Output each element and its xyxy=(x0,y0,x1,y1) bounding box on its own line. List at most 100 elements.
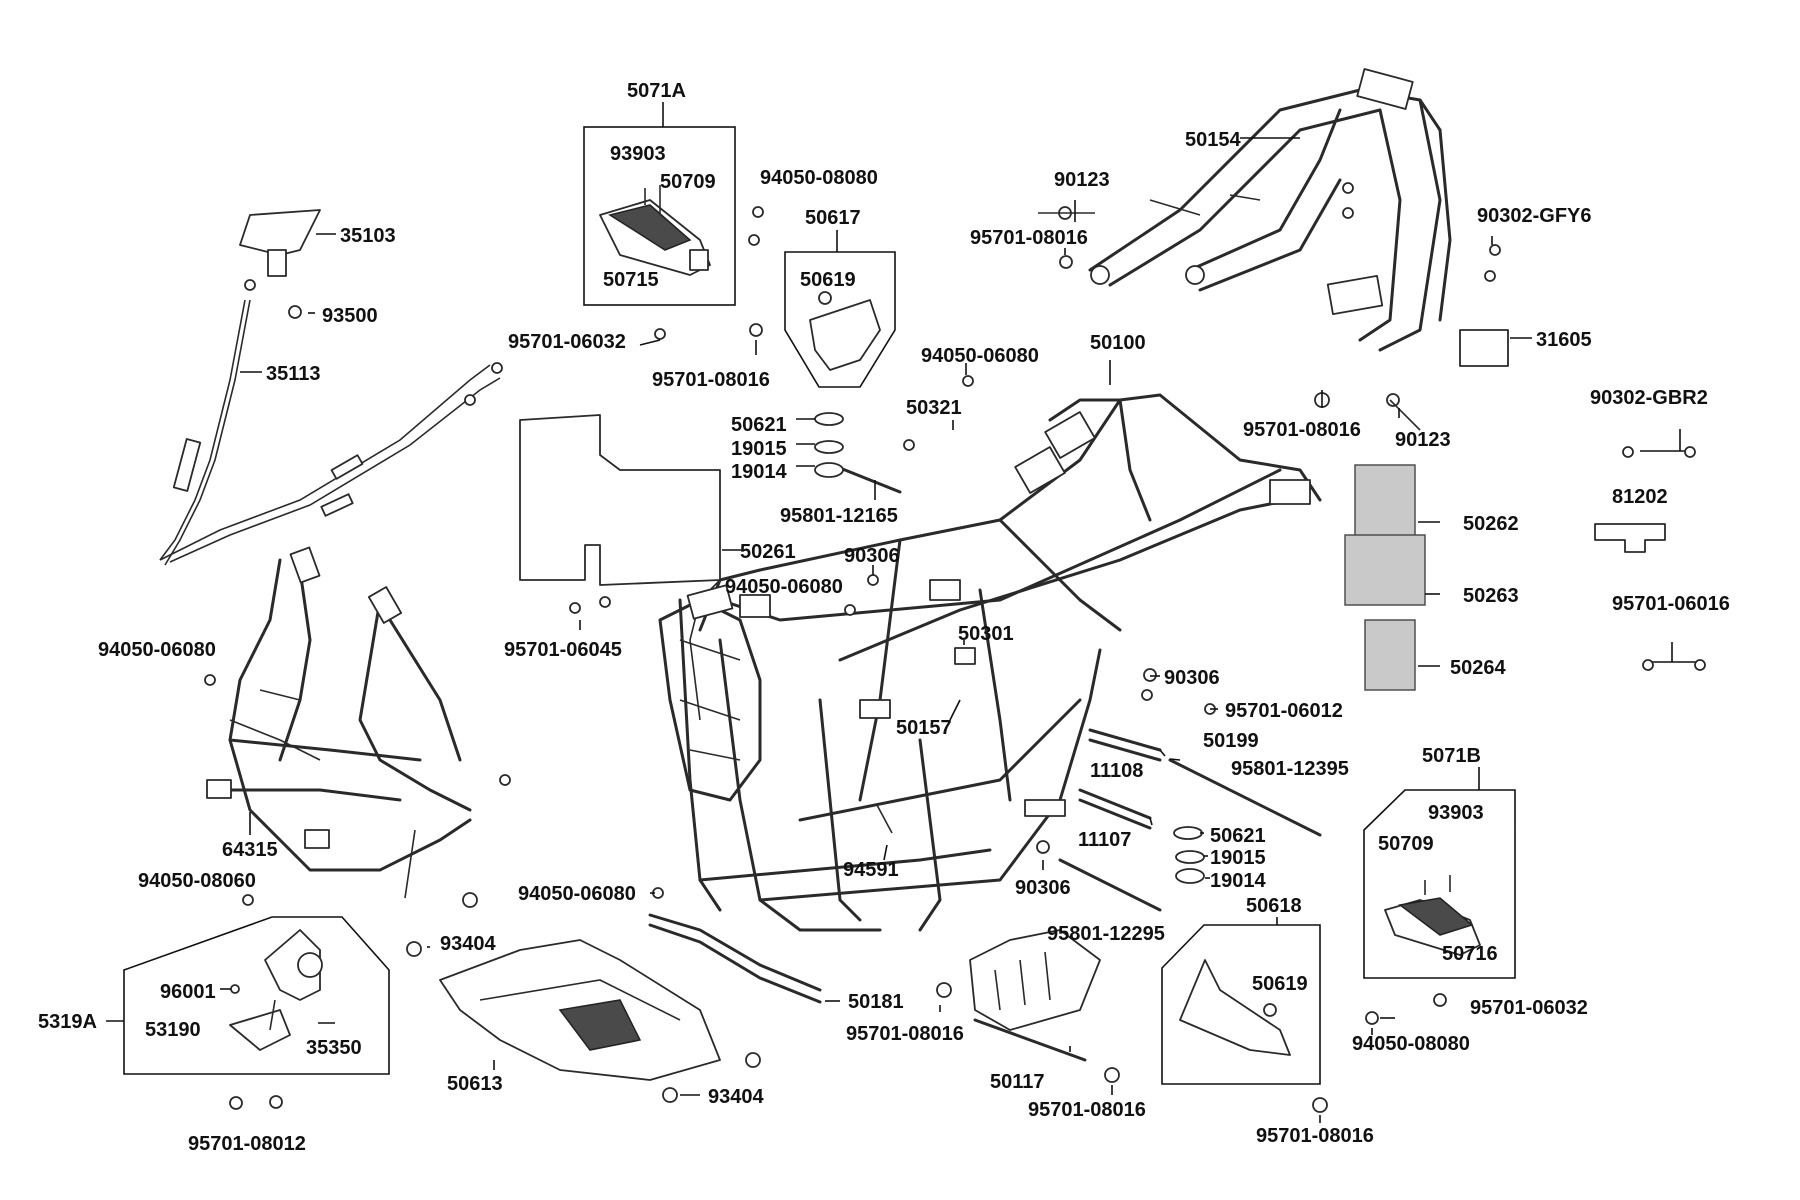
label-94050-06080-d: 94050-06080 xyxy=(518,883,636,905)
plate-81202 xyxy=(1594,523,1666,553)
pad-50264 xyxy=(1364,619,1416,691)
bolt-95801-12395 xyxy=(1168,758,1322,837)
skid-plate-50613 xyxy=(439,939,721,1081)
pad-50262 xyxy=(1354,464,1416,541)
label-93903-b: 93903 xyxy=(1428,802,1484,824)
label-19014-b: 19014 xyxy=(1210,870,1266,892)
label-96001: 96001 xyxy=(160,981,216,1003)
label-90306-b: 90306 xyxy=(1164,667,1220,689)
fasteners xyxy=(204,182,1706,1113)
label-94050-08080-a: 94050-08080 xyxy=(760,167,878,189)
label-50619-b: 50619 xyxy=(1252,973,1308,995)
label-50100: 50100 xyxy=(1090,332,1146,354)
label-50621-a: 50621 xyxy=(731,414,787,436)
label-95701-08016-e: 95701-08016 xyxy=(1028,1099,1146,1121)
label-93903-a: 93903 xyxy=(610,143,666,165)
label-95701-08016-f: 95701-08016 xyxy=(1256,1125,1374,1147)
footrest-50716 xyxy=(1384,875,1481,956)
label-11107: 11107 xyxy=(1078,829,1131,851)
label-50264: 50264 xyxy=(1450,657,1506,679)
cradle-frame-64315 xyxy=(206,546,472,899)
label-64315: 64315 xyxy=(222,839,278,861)
kit-5071B-box xyxy=(1363,767,1516,979)
label-95701-08016-b: 95701-08016 xyxy=(970,227,1088,249)
label-50621-b: 50621 xyxy=(1210,825,1266,847)
bolt-95801-12295 xyxy=(1058,858,1162,912)
kit-95701-06016-bracket xyxy=(1652,642,1700,663)
label-81202: 81202 xyxy=(1612,486,1668,508)
front-frame-section xyxy=(658,584,762,802)
main-frame-50100 xyxy=(678,393,1322,932)
kit-50617-box xyxy=(784,230,896,388)
label-50263: 50263 xyxy=(1463,585,1519,607)
label-94050-06080-a: 94050-06080 xyxy=(921,345,1039,367)
label-95701-06032-b: 95701-06032 xyxy=(1470,997,1588,1019)
label-95801-12295: 95801-12295 xyxy=(1047,923,1165,945)
label-90306-c: 90306 xyxy=(1015,877,1071,899)
tube-11107 xyxy=(1078,788,1152,830)
label-90123-b: 90123 xyxy=(1395,429,1451,451)
label-5071A: 5071A xyxy=(627,80,686,102)
label-93404-b: 93404 xyxy=(708,1086,764,1108)
skid-bar-50181 xyxy=(648,913,822,1004)
label-90302-GFY6: 90302-GFY6 xyxy=(1477,205,1592,227)
label-50716: 50716 xyxy=(1442,943,1498,965)
plate-31605 xyxy=(1459,329,1509,367)
label-94050-06080-c: 94050-06080 xyxy=(98,639,216,661)
label-50117: 50117 xyxy=(990,1071,1045,1093)
label-94050-08060: 94050-08060 xyxy=(138,870,256,892)
label-5071B: 5071B xyxy=(1422,745,1481,767)
label-95701-06032-a: 95701-06032 xyxy=(508,331,626,353)
label-50619-a: 50619 xyxy=(800,269,856,291)
kit-5319A-box xyxy=(106,916,390,1075)
stand-pin-94591 xyxy=(876,804,893,834)
label-50709-a: 50709 xyxy=(660,171,716,193)
label-94050-06080-b: 94050-06080 xyxy=(725,576,843,598)
label-50617: 50617 xyxy=(805,207,861,229)
bracket-50619a xyxy=(809,291,881,371)
label-5319A: 5319A xyxy=(38,1011,97,1033)
label-94591: 94591 xyxy=(843,859,899,881)
guard-50117 xyxy=(969,929,1101,1062)
label-93500: 93500 xyxy=(322,305,378,327)
label-50199: 50199 xyxy=(1203,730,1259,752)
label-19015-b: 19015 xyxy=(1210,847,1266,869)
label-35350: 35350 xyxy=(306,1037,362,1059)
kit-50618-box xyxy=(1161,917,1321,1085)
label-50154: 50154 xyxy=(1185,129,1241,151)
label-90302-GBR2: 90302-GBR2 xyxy=(1590,387,1708,409)
label-53190: 53190 xyxy=(145,1019,201,1041)
label-95701-08012: 95701-08012 xyxy=(188,1133,306,1155)
label-95701-08016-d: 95701-08016 xyxy=(846,1023,964,1045)
label-50301: 50301 xyxy=(958,623,1014,645)
rear-frame-50154 xyxy=(1088,68,1452,352)
side-stand-assembly xyxy=(229,929,323,1051)
bolt-95801-12165 xyxy=(838,466,902,494)
label-35103: 35103 xyxy=(340,225,396,247)
label-90306-a: 90306 xyxy=(844,545,900,567)
label-95701-08016-a: 95701-08016 xyxy=(652,369,770,391)
label-50181: 50181 xyxy=(848,991,904,1013)
label-50618: 50618 xyxy=(1246,895,1302,917)
label-35113: 35113 xyxy=(266,363,321,385)
label-19015-a: 19015 xyxy=(731,438,787,460)
label-50613: 50613 xyxy=(447,1073,503,1095)
label-50262: 50262 xyxy=(1463,513,1519,535)
label-50157: 50157 xyxy=(896,717,952,739)
label-95701-08016-c: 95701-08016 xyxy=(1243,419,1361,441)
tube-11108 xyxy=(1088,728,1162,762)
label-93404-a: 93404 xyxy=(440,933,496,955)
bracket-35103 xyxy=(239,209,321,291)
label-95801-12395: 95801-12395 xyxy=(1231,758,1349,780)
label-11108: 11108 xyxy=(1090,760,1143,782)
pad-50263 xyxy=(1344,534,1426,606)
label-94050-08080-b: 94050-08080 xyxy=(1352,1033,1470,1055)
pad-50261 xyxy=(519,414,721,586)
label-50261: 50261 xyxy=(740,541,796,563)
label-19014-a: 19014 xyxy=(731,461,787,483)
label-90123-a: 90123 xyxy=(1054,169,1110,191)
label-95701-06012: 95701-06012 xyxy=(1225,700,1343,722)
part-labels: 5071A 93903 50709 50715 94050-08080 5061… xyxy=(38,80,1730,1155)
label-50715: 50715 xyxy=(603,269,659,291)
